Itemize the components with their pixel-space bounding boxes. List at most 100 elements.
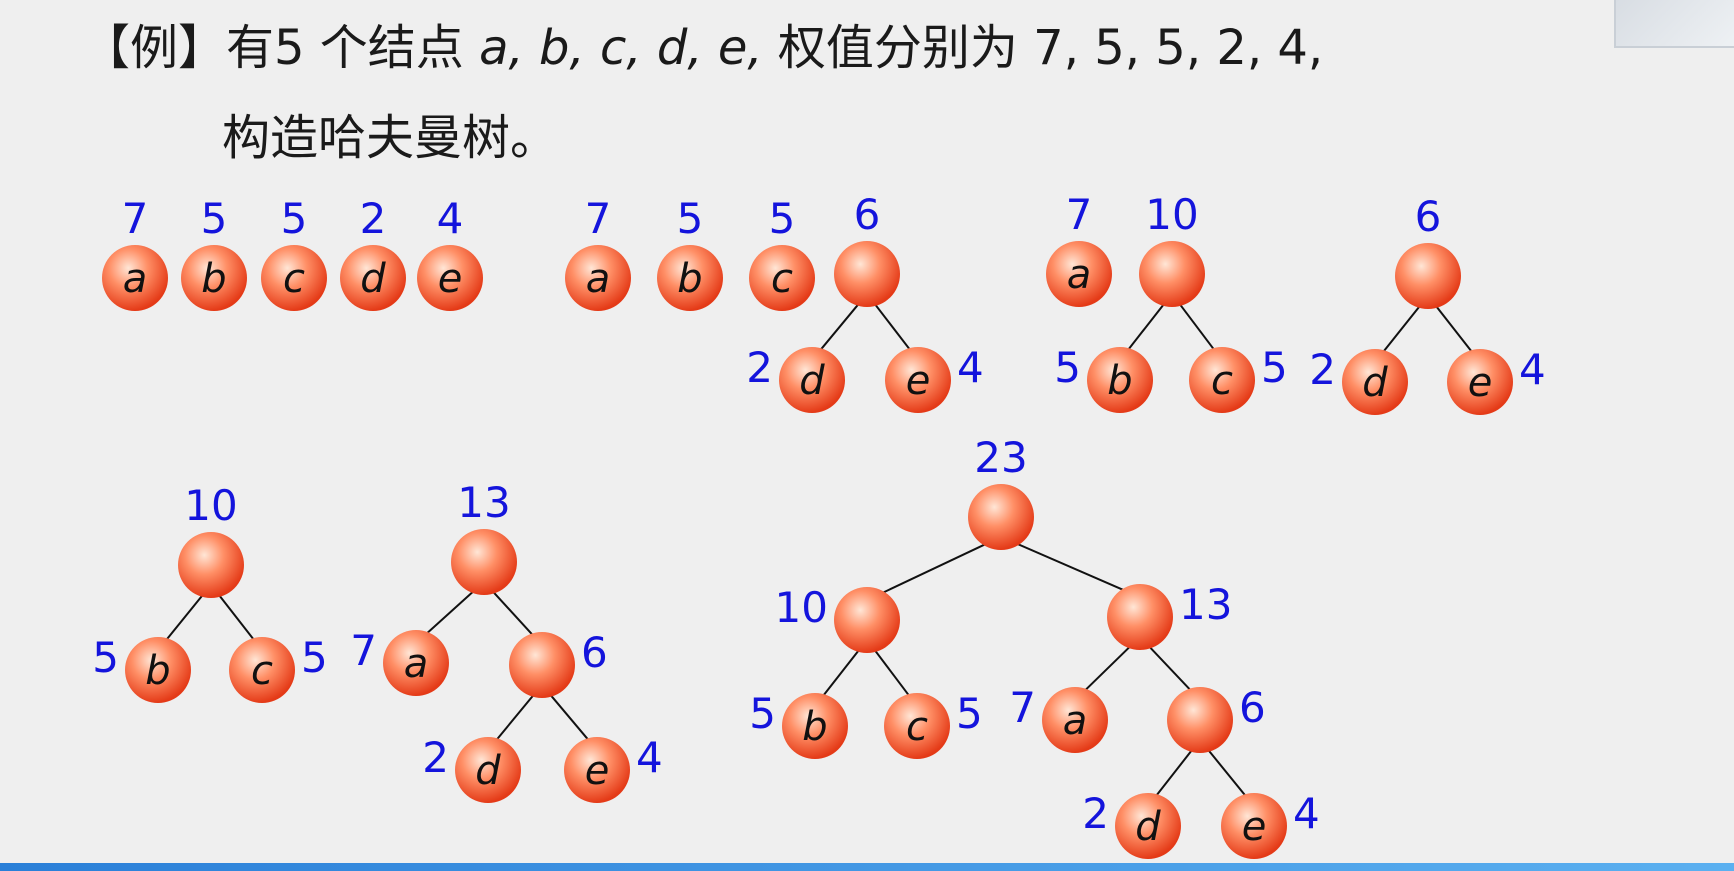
node-ball: [1221, 793, 1287, 859]
node-weight: 4: [1293, 789, 1320, 838]
node-weight: 10: [1145, 190, 1198, 239]
leaf-node-d: d: [1115, 793, 1181, 859]
node-ball: [779, 347, 845, 413]
node-ball: [782, 693, 848, 759]
leaf-node-d: d: [1342, 349, 1408, 415]
leaf-node-d: d: [455, 737, 521, 803]
node-ball: [383, 630, 449, 696]
internal-node: [1107, 584, 1173, 650]
node-ball: [565, 245, 631, 311]
node-weight: 5: [1054, 343, 1081, 392]
node-weight: 5: [281, 194, 308, 243]
node-weight: 2: [1082, 789, 1109, 838]
node-weight: 5: [956, 689, 983, 738]
leaf-node-e: e: [417, 245, 483, 311]
leaf-node-a: a: [1046, 241, 1112, 307]
node-weight: 4: [437, 194, 464, 243]
node-ball: [1046, 241, 1112, 307]
node-weight: 6: [854, 190, 881, 239]
node-ball: [102, 245, 168, 311]
node-ball: [564, 737, 630, 803]
title-line-1: 【例】有5 个结点 a, b, c, d, e, 权值分别为 7, 5, 5, …: [82, 8, 1323, 78]
node-letter: a: [404, 641, 429, 687]
node-ball: [451, 529, 517, 595]
node-weight: 13: [457, 478, 510, 527]
node-weight: 2: [360, 194, 387, 243]
presenter-thumbnail: [1614, 0, 1734, 48]
node-weight: 2: [1309, 345, 1336, 394]
internal-node: [178, 532, 244, 598]
node-weight: 4: [957, 343, 984, 392]
internal-node: [834, 241, 900, 307]
leaf-node-c: c: [229, 637, 295, 703]
node-letter: d: [475, 748, 501, 794]
node-ball: [1447, 349, 1513, 415]
node-ball: [509, 632, 575, 698]
node-weight: 13: [1179, 580, 1232, 629]
bottom-accent-bar: [0, 863, 1734, 871]
node-letter: c: [771, 256, 793, 302]
node-ball: [178, 532, 244, 598]
tree-edge: [1000, 535, 1141, 599]
node-weight: 10: [775, 583, 828, 632]
leaf-node-e: e: [885, 347, 951, 413]
leaf-node-c: c: [749, 245, 815, 311]
node-ball: [884, 693, 950, 759]
title-letters: a, b, c, d, e,: [479, 20, 763, 76]
leaf-node-d: d: [779, 347, 845, 413]
leaf-node-c: c: [884, 693, 950, 759]
node-ball: [181, 245, 247, 311]
title-line-2: 构造哈夫曼树。: [222, 110, 559, 166]
node-weight: 2: [746, 343, 773, 392]
node-ball: [1115, 793, 1181, 859]
node-weight: 4: [1519, 345, 1546, 394]
node-letter: c: [1211, 358, 1233, 404]
node-weight: 23: [974, 433, 1027, 482]
node-letter: d: [1362, 360, 1388, 406]
node-weight: 6: [1415, 192, 1442, 241]
node-ball: [1189, 347, 1255, 413]
node-letter: c: [283, 256, 305, 302]
leaf-node-c: c: [261, 245, 327, 311]
node-ball: [125, 637, 191, 703]
tree-edge: [866, 535, 1002, 602]
leaf-node-a: a: [1042, 687, 1108, 753]
node-weight: 5: [201, 194, 228, 243]
node-letter: a: [1067, 252, 1092, 298]
node-ball: [749, 245, 815, 311]
internal-node: [834, 587, 900, 653]
node-ball: [229, 637, 295, 703]
node-ball: [1167, 687, 1233, 753]
leaf-node-b: b: [1087, 347, 1153, 413]
node-ball: [1342, 349, 1408, 415]
title-prefix: 【例】有5 个结点: [82, 20, 480, 76]
leaf-node-b: b: [782, 693, 848, 759]
node-ball: [834, 587, 900, 653]
node-letter: b: [1107, 358, 1132, 404]
node-ball: [417, 245, 483, 311]
node-weight: 5: [301, 633, 328, 682]
leaf-node-a: a: [383, 630, 449, 696]
node-letter: d: [1135, 804, 1161, 850]
node-weight: 5: [769, 194, 796, 243]
internal-node: [1167, 687, 1233, 753]
node-letter: e: [585, 748, 610, 794]
node-ball: [1139, 241, 1205, 307]
node-ball: [968, 484, 1034, 550]
node-letter: a: [586, 256, 611, 302]
node-ball: [340, 245, 406, 311]
node-letter: a: [1063, 698, 1088, 744]
leaf-node-e: e: [564, 737, 630, 803]
node-ball: [1087, 347, 1153, 413]
internal-node: [968, 484, 1034, 550]
node-letter: b: [802, 704, 827, 750]
node-letter: b: [677, 256, 702, 302]
leaf-node-a: a: [102, 245, 168, 311]
node-weight: 5: [677, 194, 704, 243]
node-ball: [1395, 243, 1461, 309]
node-weight: 6: [1239, 683, 1266, 732]
node-ball: [1107, 584, 1173, 650]
node-letter: b: [145, 648, 170, 694]
